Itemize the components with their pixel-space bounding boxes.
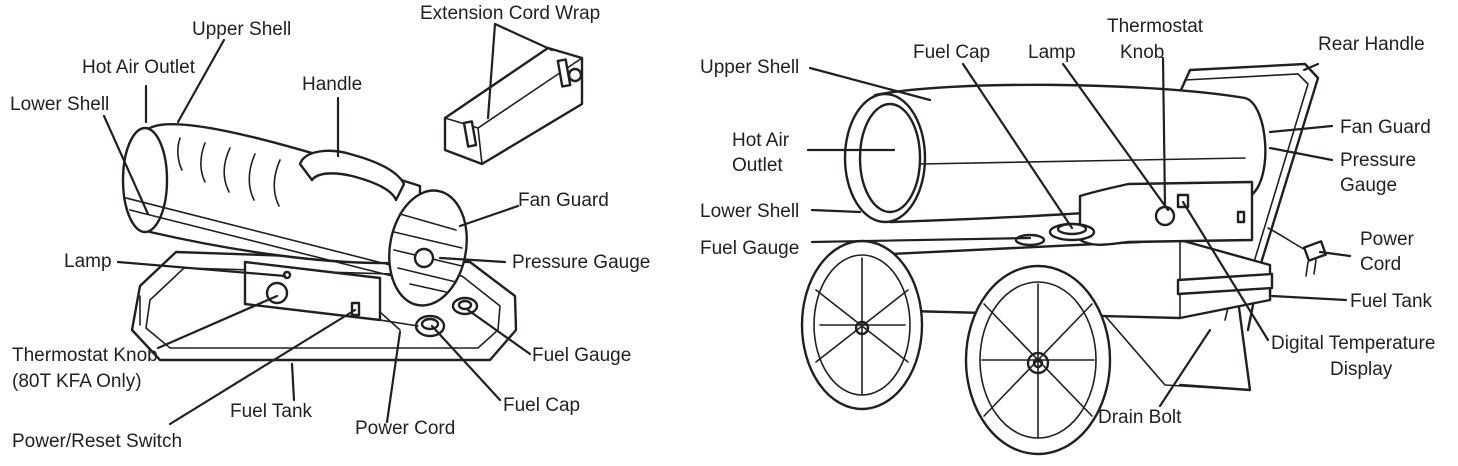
label-lamp-right: Lamp bbox=[1028, 42, 1076, 63]
label-thermostat-knob-right-line2: Knob bbox=[1120, 42, 1164, 63]
left-handle-drawing bbox=[298, 149, 406, 202]
label-pressure-gauge: Pressure Gauge bbox=[512, 252, 650, 273]
label-fuel-cap: Fuel Cap bbox=[503, 395, 580, 416]
label-drain-bolt: Drain Bolt bbox=[1098, 407, 1182, 428]
right-front-wheel-drawing bbox=[964, 264, 1112, 456]
right-fuel-gauge-drawing bbox=[1014, 233, 1046, 247]
label-hot-air-outlet-right-line2: Outlet bbox=[732, 155, 783, 176]
label-upper-shell: Upper Shell bbox=[192, 19, 291, 40]
label-power-reset-switch: Power/Reset Switch bbox=[12, 431, 182, 452]
right-leader-lines bbox=[806, 56, 1352, 408]
label-lower-shell-right: Lower Shell bbox=[700, 201, 799, 222]
label-pressure-gauge-right: Pressure bbox=[1340, 150, 1416, 171]
label-digital-temperature-display-line2: Display bbox=[1330, 359, 1393, 380]
left-fan-guard-drawing bbox=[388, 189, 468, 307]
left-fuel-gauge-drawing bbox=[451, 296, 479, 316]
label-handle: Handle bbox=[302, 74, 362, 95]
left-heater-illustration bbox=[121, 122, 518, 362]
label-fuel-tank-right: Fuel Tank bbox=[1350, 291, 1433, 312]
label-fan-guard: Fan Guard bbox=[518, 190, 609, 211]
right-power-cord-drawing bbox=[1267, 227, 1328, 277]
left-burner-cylinder-drawing bbox=[121, 122, 422, 279]
left-labels: Extension Cord Wrap Upper Shell Hot Air … bbox=[10, 3, 650, 452]
label-fuel-gauge-right: Fuel Gauge bbox=[700, 238, 799, 259]
label-upper-shell-right: Upper Shell bbox=[700, 57, 799, 78]
label-lamp: Lamp bbox=[64, 251, 112, 272]
right-rear-wheel-drawing bbox=[800, 239, 924, 411]
label-thermostat-knob-note: (80T KFA Only) bbox=[12, 371, 142, 392]
label-pressure-gauge-right-line2: Gauge bbox=[1340, 175, 1397, 196]
label-power-cord-right: Power bbox=[1360, 229, 1415, 250]
label-extension-cord-wrap: Extension Cord Wrap bbox=[420, 3, 600, 24]
label-thermostat-knob-right: Thermostat bbox=[1107, 16, 1204, 37]
label-fuel-gauge: Fuel Gauge bbox=[532, 345, 631, 366]
label-rear-handle: Rear Handle bbox=[1318, 34, 1425, 55]
label-thermostat-knob: Thermostat Knob bbox=[12, 345, 158, 366]
extension-cord-wrap-inset bbox=[443, 46, 584, 166]
right-labels: Thermostat Knob Fuel Cap Lamp Rear Handl… bbox=[700, 16, 1435, 428]
label-hot-air-outlet: Hot Air Outlet bbox=[82, 57, 196, 78]
label-fan-guard-right: Fan Guard bbox=[1340, 117, 1431, 138]
label-power-cord-right-line2: Cord bbox=[1360, 254, 1401, 275]
label-lower-shell: Lower Shell bbox=[10, 94, 109, 115]
label-digital-temperature-display: Digital Temperature bbox=[1271, 333, 1435, 354]
label-power-cord: Power Cord bbox=[355, 418, 455, 439]
label-fuel-cap-right: Fuel Cap bbox=[913, 42, 990, 63]
label-hot-air-outlet-right: Hot Air bbox=[732, 130, 790, 151]
label-fuel-tank: Fuel Tank bbox=[230, 401, 313, 422]
right-heater-illustration bbox=[800, 62, 1328, 456]
right-control-box-drawing bbox=[1078, 180, 1254, 246]
left-leader-lines bbox=[102, 22, 554, 426]
